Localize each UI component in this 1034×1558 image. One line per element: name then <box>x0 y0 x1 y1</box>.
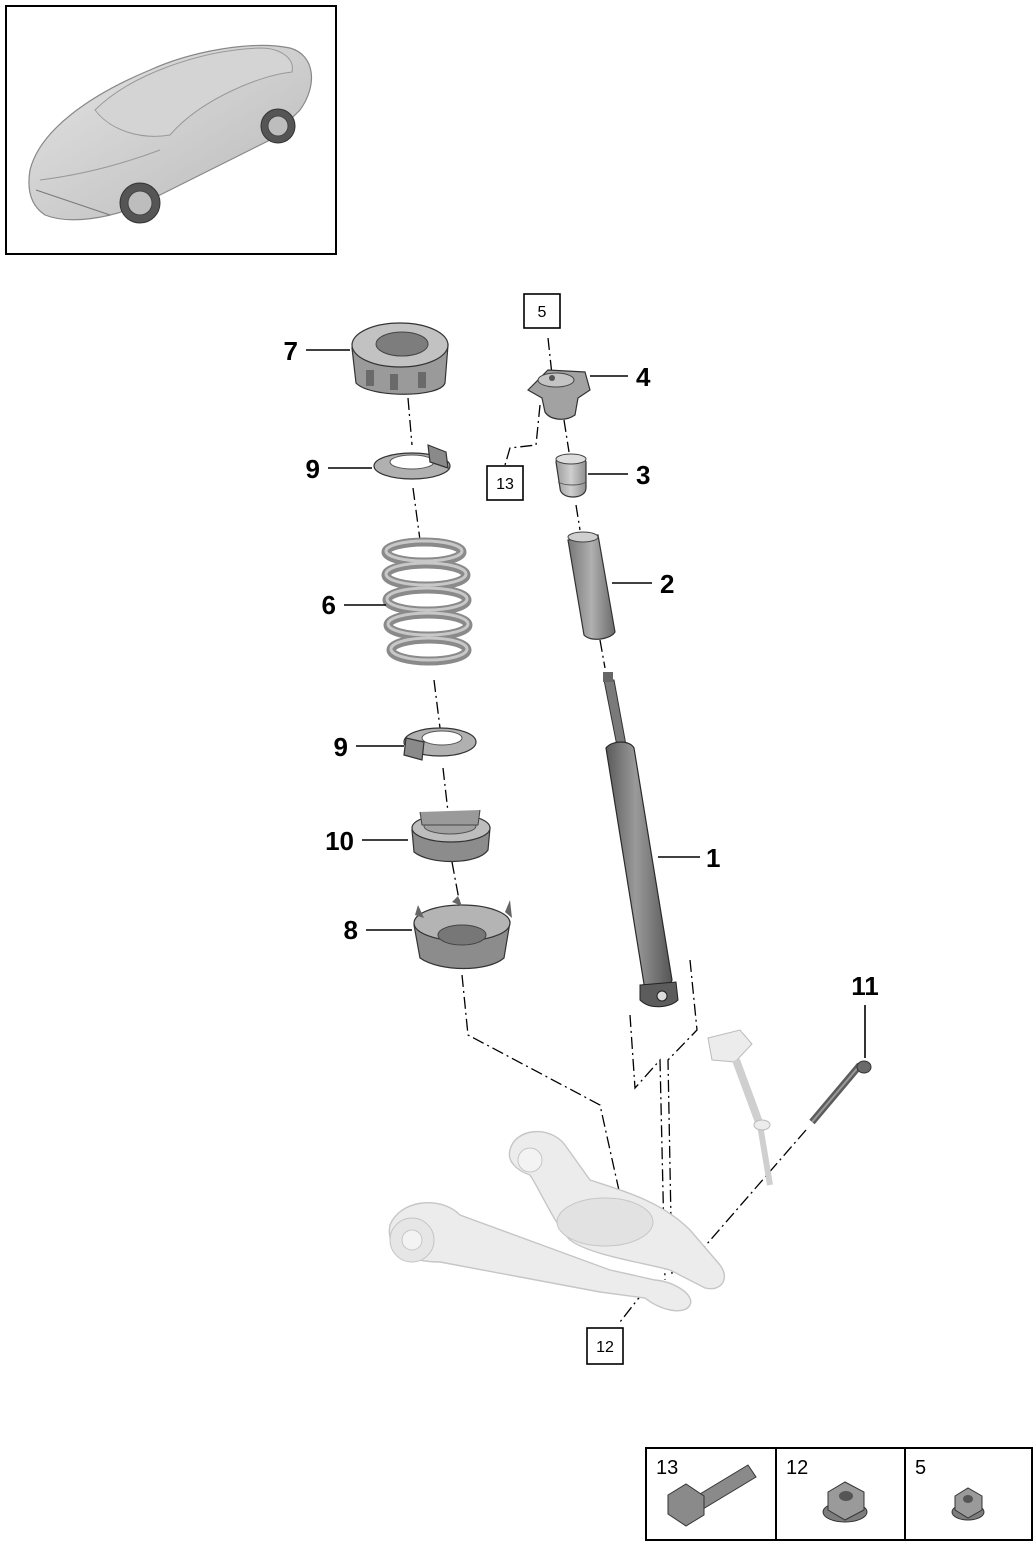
boxed-refs: 5 13 12 <box>486 293 624 1365</box>
callout-4: 4 <box>636 362 651 392</box>
callout-9-lower: 9 <box>334 732 348 762</box>
part-10-adjuster-ring <box>411 809 491 863</box>
legend-cell-5: 5 <box>915 1457 985 1521</box>
small-nut-icon <box>951 1487 985 1521</box>
part-4-upper-mount <box>527 369 591 420</box>
vehicle-thumbnail <box>5 5 337 255</box>
ref-box-5: 5 <box>523 293 561 329</box>
callout-8: 8 <box>344 915 358 945</box>
part-8-spring-seat <box>413 896 512 970</box>
anti-roll-link <box>707 1029 773 1186</box>
callout-numbers: 7 9 6 9 10 8 4 3 2 1 11 <box>284 336 879 1001</box>
flange-nut-icon <box>822 1481 868 1523</box>
legend-cell-13: 13 <box>656 1457 757 1527</box>
part-11-bolt <box>809 1060 872 1125</box>
assembly-lines <box>407 337 807 1323</box>
fastener-legend: 13 12 5 <box>645 1447 1033 1541</box>
ref-box-12: 12 <box>586 1327 624 1365</box>
callout-2: 2 <box>660 569 674 599</box>
callout-10: 10 <box>325 826 354 856</box>
part-7-spring-mount <box>351 322 449 395</box>
legend-label-12: 12 <box>786 1457 808 1479</box>
part-9-lower-spring-pad <box>403 727 477 761</box>
callout-7: 7 <box>284 336 298 366</box>
callout-11: 11 <box>851 971 879 1001</box>
callout-1: 1 <box>706 843 720 873</box>
coil-spring-highlight <box>384 539 470 662</box>
legend-label-13: 13 <box>656 1457 678 1479</box>
callout-6: 6 <box>322 590 336 620</box>
part-1-shock-absorber <box>603 672 679 1008</box>
car-illustration <box>28 44 313 224</box>
part-9-upper-spring-pad <box>373 444 451 480</box>
part-2-protective-boot <box>567 531 616 640</box>
svg-text:13: 13 <box>496 476 514 493</box>
leader-lines <box>306 349 866 1058</box>
part-3-bump-stop <box>555 453 587 498</box>
legend-cell-12: 12 <box>786 1457 868 1523</box>
callout-3: 3 <box>636 460 650 490</box>
control-arm <box>388 1131 725 1312</box>
svg-text:5: 5 <box>538 304 547 321</box>
svg-text:12: 12 <box>596 1339 614 1356</box>
bolt-icon <box>667 1464 757 1527</box>
ref-box-13: 13 <box>486 465 524 501</box>
legend-label-5: 5 <box>915 1457 926 1479</box>
callout-9-upper: 9 <box>306 454 320 484</box>
